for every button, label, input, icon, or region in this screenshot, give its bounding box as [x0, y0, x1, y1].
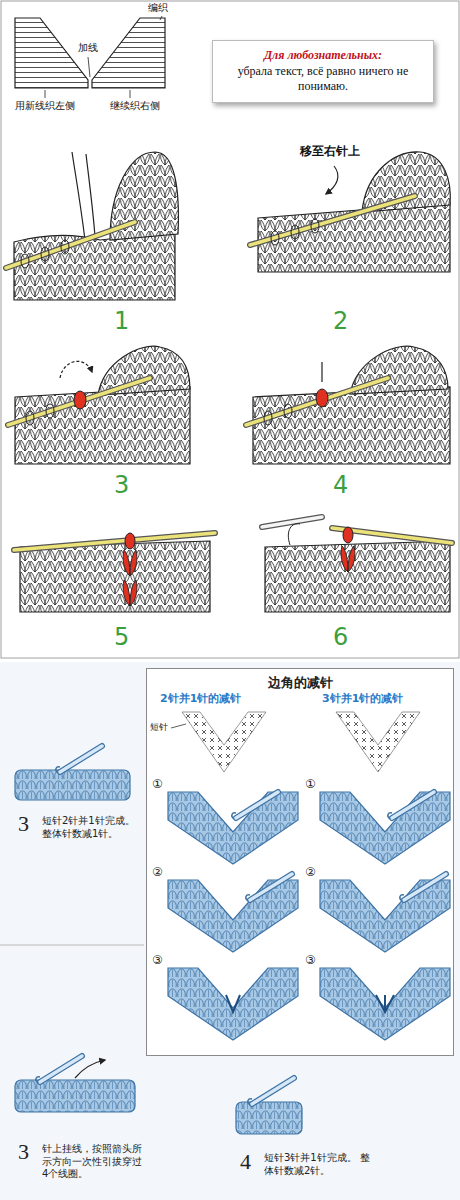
panel-box: 边角的减针: [146, 668, 454, 1056]
stitch-chart: [171, 712, 420, 772]
part-label: 编织: [148, 2, 168, 15]
crochet-figure: [168, 792, 450, 1040]
callout-number: 3: [114, 470, 129, 500]
panel-ground: [147, 669, 453, 1055]
neck-schematic: [15, 16, 165, 98]
knit-figure: [6, 152, 178, 300]
step-number: ①: [305, 777, 316, 792]
step-text: 针上挂线，按照箭头所 示方向一次性引拔穿过 4个线圈。: [42, 1143, 146, 1181]
callout-number: 1: [114, 306, 129, 336]
knit-figure: [14, 533, 215, 612]
step-text: 短针3针并1针完成。 整体针数减2针。: [264, 1152, 374, 1177]
note-heading: Для любознательных:: [221, 48, 425, 64]
crochet-figure: [15, 746, 302, 1134]
panel-frame: [1, 1, 459, 658]
sub-heading: 3针并1针的减针: [322, 692, 403, 706]
step-number: ③: [305, 953, 316, 968]
sub-heading: 2针并1针的减针: [160, 692, 241, 706]
note-body: убрала текст, всё равно ничего не понима…: [221, 64, 425, 95]
panel-title: 边角的减针: [147, 675, 453, 692]
callout-number: 2: [333, 306, 348, 336]
note-box: Для любознательных:убрала текст, всё рав…: [212, 40, 434, 103]
step-number: ①: [152, 777, 163, 792]
step-number: 3: [18, 810, 29, 838]
panel-ground: [0, 662, 460, 1200]
part-label: 继续织右侧: [110, 100, 160, 113]
part-label: 加线: [78, 42, 98, 55]
symbol-label: 短针: [150, 722, 168, 733]
knit-figure: [250, 152, 450, 272]
knit-figure: [246, 346, 450, 464]
step-number: ③: [152, 953, 163, 968]
step-number: ②: [152, 865, 163, 880]
separator: [0, 945, 144, 946]
step-text: 短针2针并1针完成。 整体针数减1针。: [42, 815, 144, 840]
step-number: 3: [18, 1138, 29, 1166]
callout-number: 5: [114, 622, 129, 652]
step-number: 4: [240, 1148, 251, 1176]
step-number: ②: [305, 865, 316, 880]
knit-figure: [8, 346, 190, 464]
step-note: 移至右针上: [300, 144, 360, 159]
part-label: 用新线织左侧: [15, 100, 75, 113]
callout-number: 4: [333, 470, 348, 500]
knit-figure: [262, 517, 452, 612]
callout-number: 6: [333, 622, 348, 652]
